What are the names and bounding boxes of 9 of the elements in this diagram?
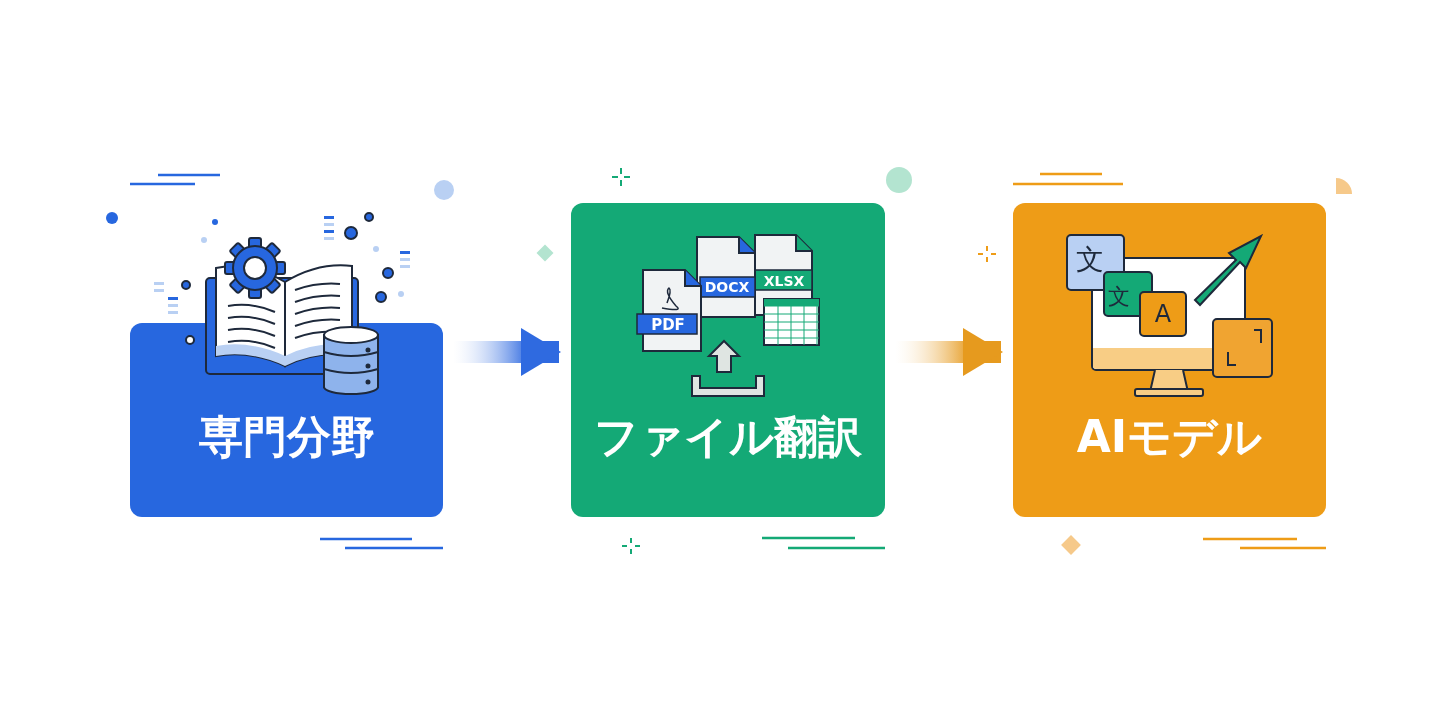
card-title: AIモデル	[1075, 415, 1264, 459]
file-type-label: XLSX	[762, 272, 806, 290]
card-title: ファイル翻訳	[593, 415, 863, 459]
glyph-label: 文	[1075, 242, 1105, 278]
file-type-label: PDF	[650, 315, 686, 335]
glyph-label: 文	[1108, 283, 1130, 311]
glyph-label: A	[1153, 299, 1173, 330]
card-title: 専門分野	[197, 415, 376, 459]
file-type-label: DOCX	[703, 278, 751, 296]
